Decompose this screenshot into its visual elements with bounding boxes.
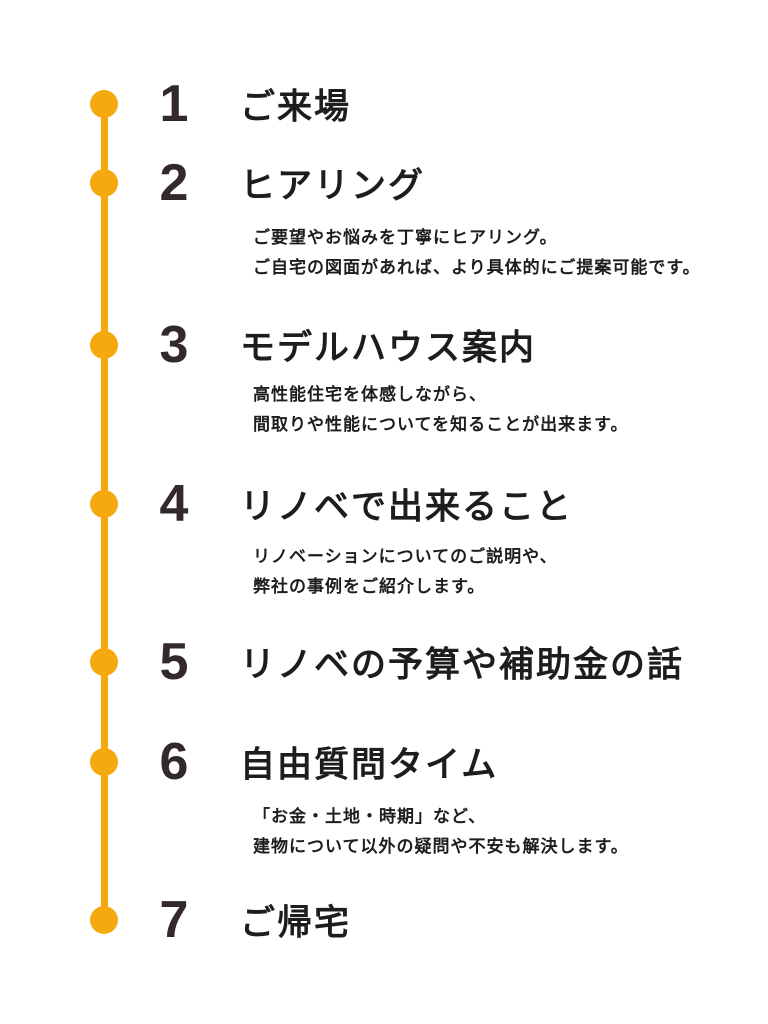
timeline-dot (90, 331, 118, 359)
step-title: ご来場 (240, 87, 352, 127)
timeline-step-4: 4 リノベで出来ること (0, 470, 768, 538)
step-title: リノベの予算や補助金の話 (240, 645, 685, 685)
timeline-dot (90, 90, 118, 118)
timeline-dot (90, 748, 118, 776)
step-number: 4 (159, 475, 189, 533)
step-title: 自由質問タイム (240, 745, 499, 785)
step-title: モデルハウス案内 (240, 328, 537, 368)
description-line: 高性能住宅を体感しながら、 (253, 385, 487, 404)
timeline-step-6: 6 自由質問タイム (0, 728, 768, 796)
step-4-description: リノベーションについてのご説明や、 弊社の事例をご紹介します。 (253, 542, 558, 602)
step-number: 1 (159, 75, 189, 133)
description-line: ご自宅の図面があれば、より具体的にご提案可能です。 (253, 258, 701, 277)
timeline-dot (90, 906, 118, 934)
timeline-step-5: 5 リノベの予算や補助金の話 (0, 628, 768, 696)
timeline-dot (90, 490, 118, 518)
timeline-dot (90, 648, 118, 676)
timeline-step-7: 7 ご帰宅 (0, 886, 768, 954)
step-number: 7 (159, 891, 189, 949)
description-line: 弊社の事例をご紹介します。 (253, 577, 486, 596)
description-line: ご要望やお悩みを丁寧にヒアリング。 (253, 228, 558, 247)
step-title: ご帰宅 (240, 903, 352, 943)
description-line: 建物について以外の疑問や不安も解決します。 (253, 837, 629, 856)
step-2-description: ご要望やお悩みを丁寧にヒアリング。 ご自宅の図面があれば、より具体的にご提案可能… (253, 223, 701, 283)
description-line: 「お金・土地・時期」など、 (253, 807, 487, 826)
step-number: 6 (159, 733, 189, 791)
step-title: ヒアリング (240, 166, 426, 206)
timeline-dot (90, 169, 118, 197)
step-number: 5 (159, 633, 189, 691)
step-number: 3 (159, 316, 189, 374)
timeline-step-1: 1 ご来場 (0, 70, 768, 138)
timeline-step-3: 3 モデルハウス案内 (0, 311, 768, 379)
description-line: 間取りや性能についてを知ることが出来ます。 (253, 415, 629, 434)
step-title: リノベで出来ること (240, 487, 574, 527)
step-number: 2 (159, 154, 189, 212)
description-line: リノベーションについてのご説明や、 (253, 547, 558, 566)
step-6-description: 「お金・土地・時期」など、 建物について以外の疑問や不安も解決します。 (253, 802, 629, 862)
step-3-description: 高性能住宅を体感しながら、 間取りや性能についてを知ることが出来ます。 (253, 380, 628, 440)
timeline-step-2: 2 ヒアリング (0, 149, 768, 217)
